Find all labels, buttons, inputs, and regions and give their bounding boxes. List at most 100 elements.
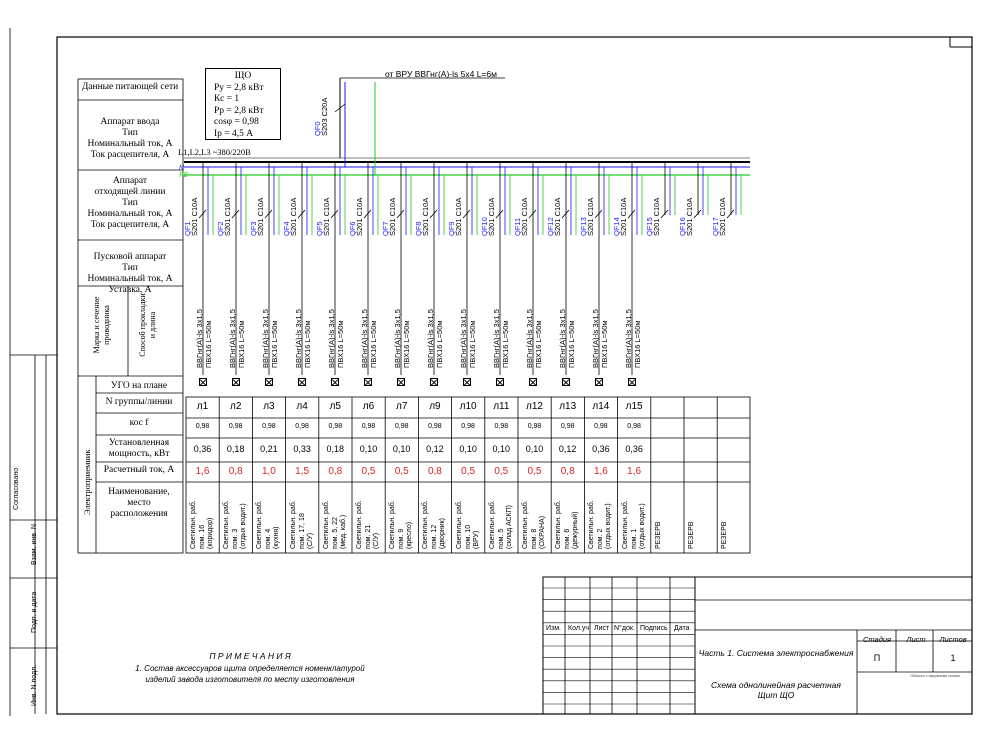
label-power: Установленная мощность, кВт — [108, 438, 170, 459]
breaker-type: S201 C10A — [652, 197, 661, 236]
line-name: Светильн. раб. пом. 4 (кухня) — [256, 500, 281, 549]
label-current: Расчетный ток, А — [103, 465, 175, 475]
line-name: Светильн. раб. пом. 3 (отдых водит.) — [223, 500, 248, 549]
power-cell: 0,18 — [326, 444, 345, 454]
ugo-symbol — [628, 378, 636, 386]
cable-route: ПВХ16 L=50м — [633, 320, 642, 368]
group-cell: л15 — [625, 401, 643, 412]
group-cell: л5 — [329, 401, 341, 412]
ugo-symbol — [463, 378, 471, 386]
power-cell: 0,12 — [558, 444, 577, 454]
cable-mark: ВВГнг(А)-ls 3х1,5 — [261, 309, 270, 368]
power-cell: 0,10 — [492, 444, 511, 454]
group-cell: л11 — [493, 401, 510, 412]
group-cell: л3 — [263, 401, 275, 412]
breaker-type: S201 C10A — [487, 197, 496, 236]
phase-label: L1,L2,L3 ~380/220В — [178, 147, 251, 157]
label-input: Аппарат ввода Тип Номинальный ток, А Ток… — [87, 117, 173, 160]
line-name: РЕЗЕРВ — [721, 521, 729, 549]
cos-cell: 0,98 — [295, 423, 309, 430]
line-name: РЕЗЕРВ — [654, 521, 662, 549]
breaker-type: S201 C10A — [454, 197, 463, 236]
current-cell: 0,8 — [328, 466, 343, 477]
cable-route: ПВХ16 L=50м — [534, 320, 543, 368]
cable-mark: ВВГнг(А)-ls 3х1,5 — [525, 309, 534, 368]
cable-route: ПВХ16 L=50м — [501, 320, 510, 368]
line-name: Светильн. раб. пом. 17, 18 (С/У) — [289, 500, 314, 549]
line-name: Светильн. раб. пом. 12 (дворник) — [422, 500, 447, 549]
current-cell: 1,6 — [195, 466, 210, 477]
label-cosf: кос f — [129, 418, 149, 428]
tb-h-date: Дата — [674, 625, 690, 632]
panel-box: ЩО Ру = 2,8 кВт Кс = 1 Рр = 2,8 кВт cosφ… — [205, 68, 281, 140]
tb-h-sign: Подпись — [640, 625, 668, 632]
notes-title: П Р И М Е Ч А Н И Я — [209, 651, 291, 661]
power-cell: 0,10 — [525, 444, 544, 454]
breaker-type: S201 C10A — [718, 197, 727, 236]
cos-cell: 0,98 — [262, 423, 276, 430]
cable-mark: ВВГнг(А)-ls 3х1,5 — [360, 309, 369, 368]
line-name: Светильн. раб. пом. 9 (кресло) — [389, 500, 414, 549]
line-name: Светильн. раб. пом. 21 (С/У) — [356, 500, 380, 549]
ugo-symbol — [331, 378, 339, 386]
tb-sheets-header: Листов — [939, 635, 967, 644]
cos-cell: 0,98 — [461, 423, 475, 430]
tb-sheet-header: Лист — [906, 635, 926, 644]
power-cell: 0,36 — [592, 444, 610, 454]
breaker-type: S201 C10A — [553, 197, 562, 236]
line-name: Светильн. раб. пом. 6 (дежурный) — [555, 500, 580, 549]
panel-param-3: Рр = 2,8 кВт — [214, 105, 264, 116]
power-cell: 0,21 — [260, 444, 278, 454]
tb-h-izm: Изм. — [546, 625, 561, 632]
breaker-type: S201 C10A — [322, 197, 331, 236]
tb-h-doc: N°док. — [614, 625, 635, 632]
tb-stage: П — [873, 653, 881, 663]
label-outgoing: Аппарат отходящей линии Тип Номинальный … — [87, 176, 173, 230]
current-cell: 1,5 — [295, 466, 310, 477]
current-cell: 0,5 — [361, 466, 376, 477]
cable-mark: ВВГнг(А)-ls 3х1,5 — [558, 309, 567, 368]
line-name: Светильн. раб. пом. 2 (отдых водит.) — [588, 500, 613, 549]
group-cell: л7 — [395, 401, 408, 412]
group-cell: л6 — [362, 401, 375, 412]
cos-cell: 0,98 — [527, 423, 542, 430]
cable-mark: ВВГнг(А)-ls 3х1,5 — [459, 309, 468, 368]
power-cell: 0,10 — [459, 444, 477, 454]
group-cell: л14 — [592, 401, 610, 412]
group-cell: л13 — [559, 401, 577, 412]
breaker-type: S201 C10A — [520, 197, 529, 236]
cable-route: ПВХ16 L=50м — [369, 320, 378, 368]
cable-route: ПВХ16 L=50м — [237, 320, 246, 368]
panel-param-2: Кс = 1 — [214, 94, 240, 104]
cable-mark: ВВГнг(А)-ls 3х1,5 — [228, 309, 237, 368]
feed-label: от ВРУ ВВГнг(А)-ls 5х4 L=6м — [385, 69, 497, 79]
current-cell: 0,5 — [494, 466, 509, 477]
cos-cell: 0,98 — [428, 423, 442, 430]
cos-cell: 0,98 — [394, 423, 409, 430]
ugo-symbol — [595, 378, 603, 386]
stamp-agreed: Согласовано — [13, 467, 20, 510]
ugo-symbol — [364, 378, 372, 386]
panel-param-4: cosφ = 0,98 — [214, 117, 259, 127]
tb-project: Часть 1. Система электроснабжения — [698, 648, 854, 658]
cable-mark: ВВГнг(А)-ls 3х1,5 — [327, 309, 336, 368]
breaker-type: S201 C10A — [256, 197, 265, 236]
group-cell: л4 — [296, 401, 308, 412]
bus-pe-label: PE — [179, 172, 189, 179]
cable-route: ПВХ16 L=50м — [204, 320, 213, 368]
bus-n-label: N — [179, 165, 185, 172]
cable-route: ПВХ16 L=50м — [468, 320, 477, 368]
breaker-type: S201 C10A — [619, 197, 628, 236]
cos-cell: 0,98 — [328, 423, 343, 430]
cable-mark: ВВГнг(А)-ls 3х1,5 — [195, 309, 204, 368]
cos-cell: 0,98 — [228, 423, 243, 430]
cable-mark: ВВГнг(А)-ls 3х1,5 — [591, 309, 600, 368]
current-cell: 1,0 — [261, 466, 276, 477]
breaker-type: S201 C10A — [223, 197, 232, 236]
breaker-type: S201 C10A — [190, 197, 199, 236]
cos-cell: 0,98 — [361, 423, 376, 430]
group-cell: л9 — [429, 401, 441, 412]
group-cell: л10 — [459, 401, 477, 412]
current-cell: 0,5 — [394, 466, 409, 477]
